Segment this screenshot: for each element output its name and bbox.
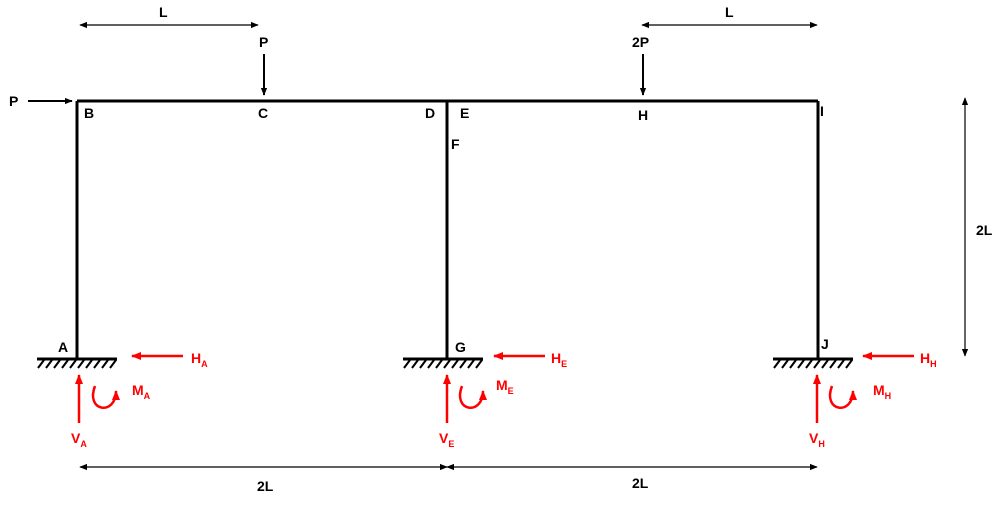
point-label-i: I [820, 103, 824, 119]
dimension-lines [79, 21, 969, 471]
reaction-label-h-a: HA [191, 350, 208, 369]
point-label-h: H [638, 107, 648, 123]
point-label-j: J [821, 336, 829, 352]
reaction-label-v-j: VH [809, 430, 825, 449]
dim-label-top-right: L [725, 4, 734, 20]
reaction-m-j-arrow [828, 385, 857, 409]
reaction-label-m-g: ME [496, 377, 514, 396]
dim-label-top-left: L [159, 4, 168, 20]
load-label-left: P [9, 93, 18, 109]
reaction-label-m-j: MH [873, 382, 891, 401]
support-j [773, 357, 853, 369]
reactions-a [75, 352, 183, 423]
load-label-h: 2P [632, 34, 649, 50]
point-label-d: D [425, 105, 435, 121]
reaction-m-g-arrow [458, 385, 487, 409]
loads [28, 54, 647, 105]
dim-label-bottom-right: 2L [632, 475, 649, 491]
reactions-j [813, 352, 914, 423]
reaction-label-v-g: VE [439, 430, 454, 449]
point-label-e: E [460, 105, 469, 121]
reaction-m-a-arrow [91, 385, 120, 409]
reaction-label-h-g: HE [551, 350, 567, 369]
reaction-label-m-a: MA [132, 382, 151, 401]
reaction-label-v-a: VA [71, 430, 87, 449]
dim-label-bottom-left: 2L [257, 478, 274, 494]
reaction-label-h-j: HH [920, 350, 937, 369]
point-label-f: F [451, 136, 460, 152]
dim-label-height: 2L [976, 222, 993, 238]
point-label-a: A [58, 339, 68, 355]
load-label-c: P [259, 34, 268, 50]
support-a [37, 357, 117, 369]
reactions-g [443, 352, 545, 423]
structure [75, 99, 820, 358]
point-label-c: C [258, 105, 268, 121]
support-g [403, 357, 483, 369]
point-label-g: G [455, 339, 466, 355]
point-label-b: B [84, 105, 94, 121]
